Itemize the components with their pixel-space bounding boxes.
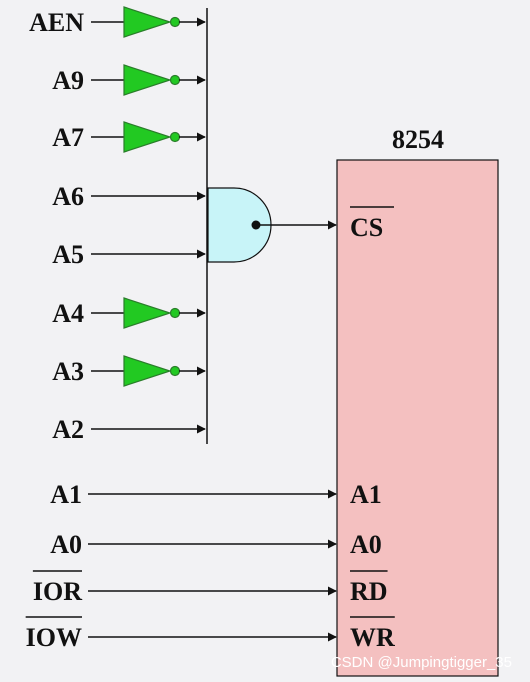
input-label-a2: A2 [52,415,84,444]
chip-8254 [336,159,499,677]
inverter-bubble [169,131,181,143]
chip-pin-wr: WR [350,623,395,652]
signal-label-iow: IOW [26,623,82,652]
input-label-a7: A7 [52,123,84,152]
inverter-gate-a4 [123,297,172,329]
input-label-aen: AEN [29,8,84,37]
inverter-bubble [169,16,181,28]
input-label-a6: A6 [52,182,84,211]
chip-pin-a0: A0 [350,530,382,559]
chip-pin-a1: A1 [350,480,382,509]
signal-label-ior: IOR [33,577,82,606]
input-label-a3: A3 [52,357,84,386]
chip-pin-rd: RD [350,577,388,606]
input-label-a5: A5 [52,240,84,269]
signal-label-a1: A1 [50,480,82,509]
cs-pin-label: CS [350,213,383,242]
nand-gate [207,187,272,263]
input-label-a4: A4 [52,299,84,328]
inverter-gate-a9 [123,64,172,96]
inverter-gate-a7 [123,121,172,153]
inverter-gate-a3 [123,355,172,387]
watermark: CSDN @Jumpingtigger_35 [331,654,512,671]
nand-gate-bubble [251,220,261,230]
inverter-gate-aen [123,6,172,38]
chip-title: 8254 [392,125,444,154]
inverter-bubble [169,365,181,377]
inverter-bubble [169,74,181,86]
input-label-a9: A9 [52,66,84,95]
signal-label-a0: A0 [50,530,82,559]
inverter-bubble [169,307,181,319]
